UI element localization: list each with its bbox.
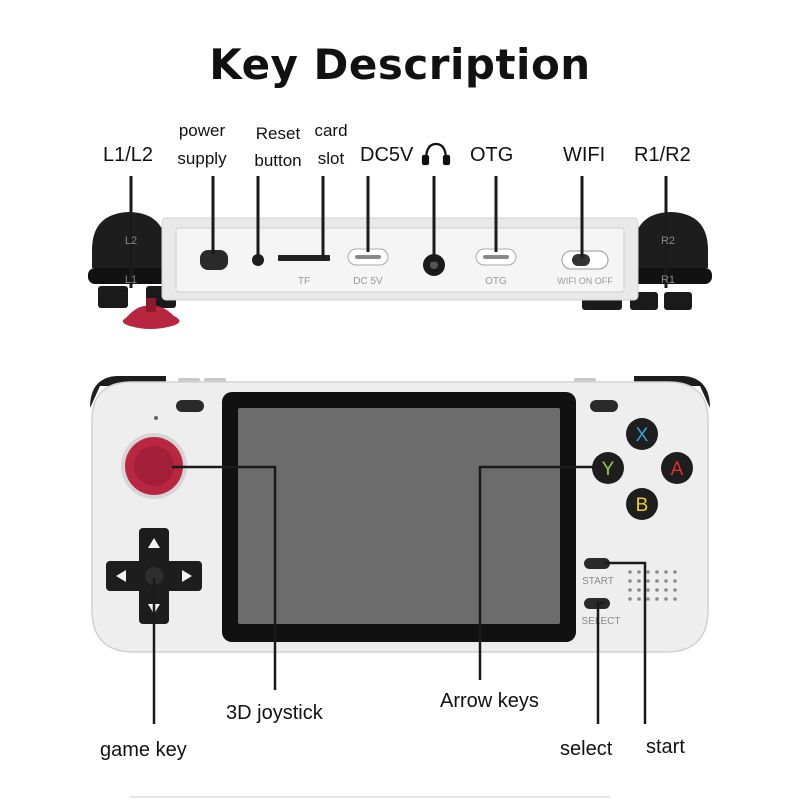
button-x-label: X	[636, 425, 649, 446]
speaker-grille	[628, 570, 677, 601]
label-arrow-keys: Arrow keys	[440, 690, 539, 712]
label-wifi: WIFI	[563, 144, 606, 166]
r2-text: R2	[661, 235, 675, 247]
otg-text: OTG	[485, 276, 507, 287]
button-a[interactable]: A	[661, 452, 693, 484]
joystick-cap-top	[122, 305, 180, 329]
select-button-label: SELECT	[582, 616, 621, 627]
screen	[238, 408, 560, 624]
button-y-label: Y	[602, 459, 615, 480]
bottom-divider	[130, 796, 610, 798]
top-view	[88, 176, 712, 329]
button-x[interactable]: X	[626, 418, 658, 450]
button-a-label: A	[671, 459, 684, 480]
power-button[interactable]	[200, 250, 228, 270]
card-slot	[278, 255, 330, 261]
page-title: Key Description	[209, 40, 591, 89]
tf-text: TF	[298, 276, 310, 287]
left-top-button[interactable]	[176, 400, 204, 412]
right-top-button[interactable]	[590, 400, 618, 412]
arrow-right-icon	[182, 570, 192, 582]
label-otg: OTG	[470, 144, 514, 166]
label-select: select	[560, 738, 613, 760]
right-shoulder	[582, 212, 712, 310]
dc-text: DC 5V	[353, 276, 383, 287]
joystick[interactable]	[121, 433, 187, 499]
front-view: X Y A B START SELECT	[90, 376, 710, 724]
left-shoulder	[88, 212, 180, 329]
wifi-text: WIFI ON OFF	[557, 276, 613, 286]
button-b[interactable]: B	[626, 488, 658, 520]
button-b-label: B	[636, 495, 649, 516]
label-3d-joystick: 3D joystick	[226, 702, 323, 724]
start-button[interactable]	[584, 558, 610, 569]
label-l1l2: L1/L2	[103, 144, 154, 166]
label-r1r2: R1/R2	[634, 144, 691, 166]
l1-text: L1	[125, 274, 137, 286]
start-button-label: START	[582, 576, 614, 587]
top-view-text: L2 L1 R2 R1 TF DC 5V OTG WIFI ON OFF	[125, 235, 675, 287]
headphone-icon	[421, 142, 451, 166]
label-game-key: game key	[100, 739, 187, 761]
label-dc5v: DC5V	[360, 144, 414, 166]
l2-text: L2	[125, 235, 137, 247]
arrow-left-icon	[116, 570, 126, 582]
d-pad[interactable]	[106, 528, 202, 624]
button-y[interactable]: Y	[592, 452, 624, 484]
reset-button[interactable]	[252, 254, 264, 266]
r1-text: R1	[661, 274, 675, 286]
arrow-up-icon	[148, 538, 160, 548]
label-start: start	[646, 736, 685, 758]
